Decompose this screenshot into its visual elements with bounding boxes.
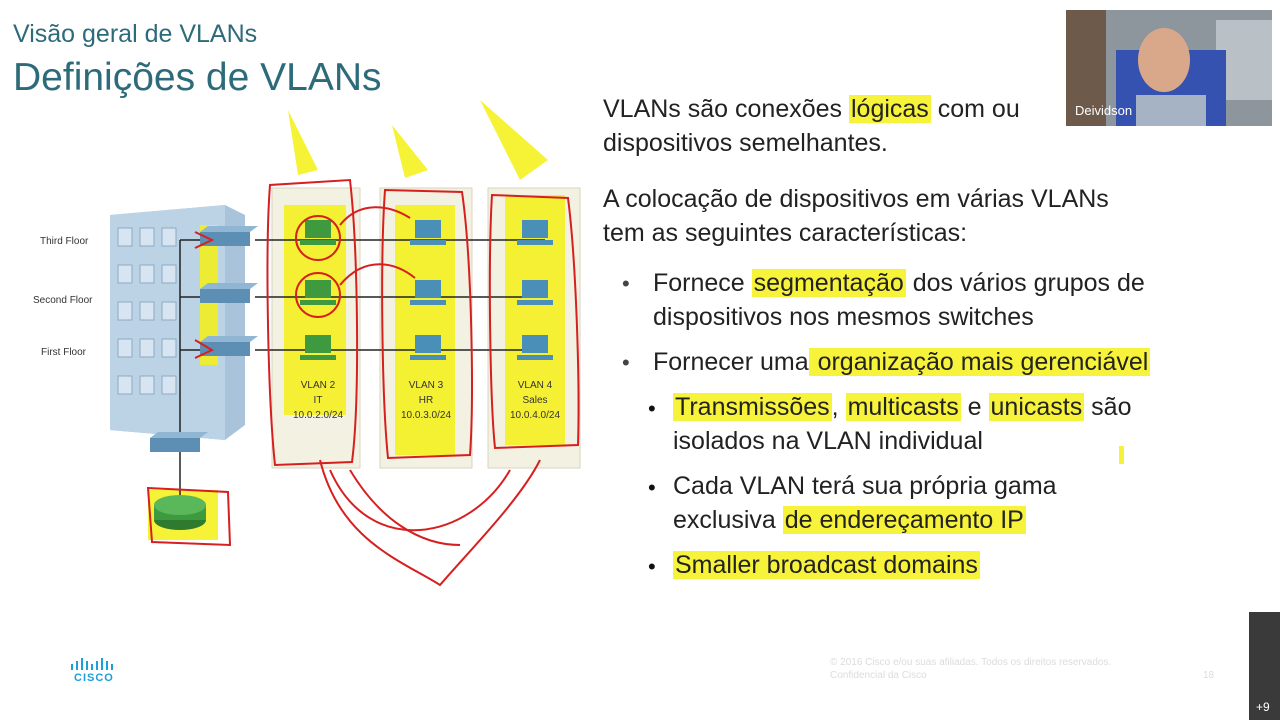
sub-bullet-2-marker: • [648,475,656,500]
vlan3-name: VLAN 3 [408,380,444,391]
b1-text-a: Fornece [653,269,752,297]
sub-bullet-3-marker: • [648,554,656,579]
footer-page-number: 18 [1203,670,1215,681]
sub-bullet-1-line1: Transmissões, multicasts e unicasts são [673,390,1132,424]
s2-text-a: exclusiva [673,506,783,534]
floor-label-third: Third Floor [40,236,89,247]
s1-highlight-1: Transmissões [673,393,832,421]
para1-highlight: lógicas [848,95,931,123]
vlan4-dept: Sales [522,395,548,406]
bullet-1-line1: Fornece segmentação dos vários grupos de [653,266,1145,300]
vlan3-dept: HR [418,395,434,406]
paragraph-2-line1: A colocação de dispositivos em várias VL… [603,185,1109,213]
slide-title: Definições de VLANs [13,56,382,99]
network-diagram: Third Floor Second Floor First Floor VLA… [0,0,600,600]
diagram-svg [110,100,581,587]
floor-label-first: First Floor [41,347,86,358]
footer-confidential: Confidencial da Cisco [830,670,927,681]
footer-copyright: © 2016 Cisco e/ou suas afiliadas. Todos … [830,657,1112,668]
b2-text-a: Fornecer uma [653,348,809,376]
pc-icons [300,220,553,360]
s1-highlight-3: unicasts [988,393,1085,421]
sub-bullet-3-line1: Smaller broadcast domains [673,548,980,582]
sub-bullet-1-marker: • [648,396,656,421]
b1-highlight: segmentação [751,269,906,297]
red-annotations [146,178,580,587]
vlan2-dept: IT [313,395,323,406]
switch-icons [150,226,258,452]
sub-bullet-2-line1: Cada VLAN terá sua própria gama [673,472,1057,500]
more-participants-panel[interactable] [1249,612,1280,720]
vlan2-net: 10.0.2.0/24 [292,410,344,421]
para1-text-a: VLANs são conexões [603,95,849,123]
paragraph-1-line2: dispositivos semelhantes. [603,129,888,157]
webcam-participant-name: Deividson [1075,103,1133,118]
cisco-logo: CISCO [70,658,122,684]
floor-label-second: Second Floor [33,295,93,306]
vlan2-name: VLAN 2 [300,380,336,391]
para1-text-b: com ou [930,95,1020,123]
s2-highlight: de endereçamento IP [782,506,1026,534]
paragraph-1: VLANs são conexões lógicas com ou [603,92,1020,126]
vlan4-net: 10.0.4.0/24 [509,410,561,421]
bullet-1-line2: dispositivos nos mesmos switches [653,303,1034,331]
s3-highlight: Smaller broadcast domains [673,551,980,579]
more-participants-count[interactable]: +9 [1256,700,1270,714]
s1-sep-1: , [831,393,846,421]
s1-sep-2: e [960,393,989,421]
paragraph-2-line2: tem as seguintes características: [603,219,968,247]
bullet-2-marker: • [622,350,630,375]
sub-bullet-1-line2: isolados na VLAN individual [673,427,983,455]
marker-stroke [1119,446,1124,464]
webcam-video[interactable] [1066,10,1272,126]
router-icon [154,495,206,530]
b2-highlight: organização mais gerenciável [808,348,1151,376]
cisco-wordmark: CISCO [74,672,114,684]
b1-text-b: dos vários grupos de [905,269,1145,297]
bullet-2-line1: Fornecer uma organização mais gerenciáve… [653,345,1151,379]
webcam-person-icon [1066,10,1272,126]
s1-highlight-2: multicasts [845,393,961,421]
s1-tail: são [1084,393,1132,421]
slide-subtitle: Visão geral de VLANs [13,20,258,48]
vlan3-net: 10.0.3.0/24 [400,410,452,421]
cisco-bars-icon [71,658,113,670]
bullet-1-marker: • [622,271,630,296]
sub-bullet-2-line2: exclusiva de endereçamento IP [673,503,1026,537]
vlan4-name: VLAN 4 [517,380,553,391]
